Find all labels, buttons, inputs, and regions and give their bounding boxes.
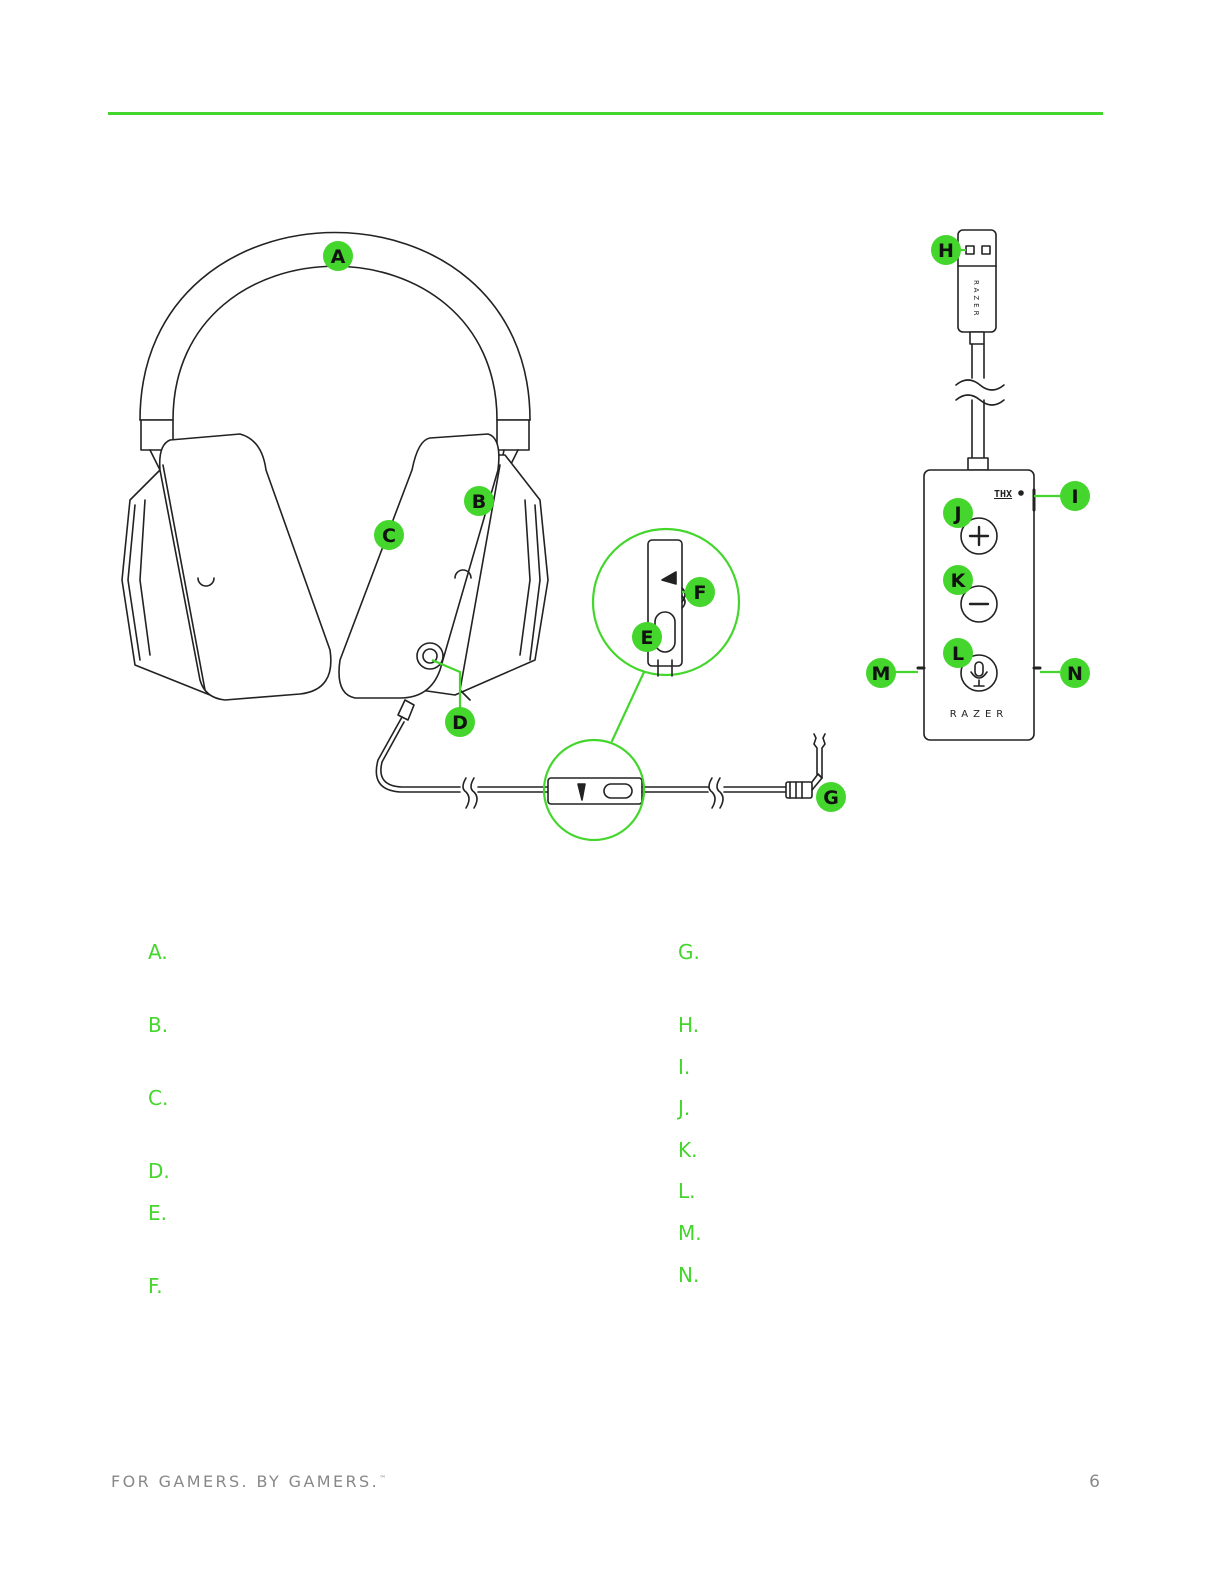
callout-badge (374, 520, 404, 550)
callout-badge (943, 498, 973, 528)
callout-badge (931, 235, 961, 265)
callout-letter: I (1071, 486, 1078, 508)
legend-item-label: J. (678, 1096, 691, 1120)
callout-letter: K (951, 570, 967, 592)
callout-badge (866, 658, 896, 688)
page-number: 6 (1089, 1472, 1100, 1492)
header-rule (108, 112, 1103, 115)
legend-item-label: K. (678, 1138, 698, 1162)
callout-letter: L (952, 643, 964, 665)
callout-letter: B (472, 491, 486, 513)
callout-n: N (1060, 658, 1090, 688)
thx-badge: THX (994, 489, 1012, 500)
legend-item-label: I. (678, 1055, 691, 1079)
callout-h: H (931, 235, 961, 265)
legend-item-label: C. (148, 1086, 169, 1110)
callout-i: I (1060, 481, 1090, 511)
footer-tagline: FOR GAMERS. BY GAMERS.™ (111, 1472, 387, 1491)
callout-badge (464, 486, 494, 516)
callout-letter: M (872, 663, 891, 685)
callout-badge (943, 638, 973, 668)
headband (139, 231, 531, 421)
callout-j: J (943, 498, 973, 528)
callout-letter: N (1067, 663, 1083, 685)
callout-letter: D (452, 712, 468, 734)
callout-badge (943, 565, 973, 595)
callout-f: F (685, 577, 715, 607)
callout-b: B (464, 486, 494, 516)
control-module-brand: RAZER (950, 709, 1009, 720)
callout-badge (1060, 481, 1090, 511)
callout-m: M (866, 658, 896, 688)
legend-item-label: E. (148, 1201, 167, 1225)
callout-badge (632, 622, 662, 652)
callout-a: A (323, 241, 353, 271)
callout-k: K (943, 565, 973, 595)
callout-g: G (816, 782, 846, 812)
callout-letter: A (331, 246, 346, 268)
callout-e: E (632, 622, 662, 652)
callout-badge (816, 782, 846, 812)
legend-item-label: L. (678, 1179, 696, 1203)
callout-badge (685, 577, 715, 607)
legend-item-label: B. (148, 1013, 169, 1037)
legend-item-label: A. (148, 940, 168, 964)
usb-brand: RAZER (972, 280, 980, 318)
callout-letter: C (382, 525, 396, 547)
callout-badge (445, 707, 475, 737)
headset-diagram: THX RAZER RAZER A B C D E F G H I J K L M N (121, 229, 1090, 842)
callout-letter: J (952, 503, 961, 525)
legend-item-label: F. (148, 1274, 163, 1298)
legend-item-label: N. (678, 1263, 700, 1287)
callout-letter: H (938, 240, 954, 262)
legend-item-label: D. (148, 1159, 170, 1183)
callout-badge (1060, 658, 1090, 688)
legend-item-label: H. (678, 1013, 700, 1037)
callout-l: L (943, 638, 973, 668)
callout-badge (323, 241, 353, 271)
callout-letter: G (823, 787, 839, 809)
callout-d: D (445, 707, 475, 737)
legend-item-label: M. (678, 1221, 702, 1245)
legend-item-label: G. (678, 940, 700, 964)
callout-letter: F (694, 582, 707, 604)
callout-letter: E (641, 627, 654, 649)
trademark-symbol: ™ (379, 1474, 387, 1483)
callout-c: C (374, 520, 404, 550)
